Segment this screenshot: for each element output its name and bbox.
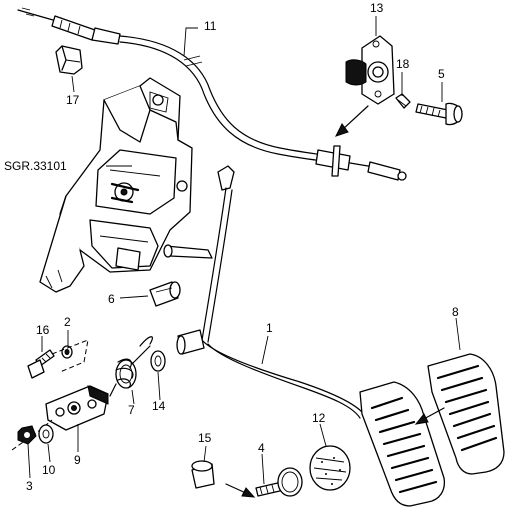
callout-5: 5 xyxy=(438,67,445,81)
callout-1: 1 xyxy=(266,321,273,335)
stop-bolt xyxy=(255,467,303,497)
pivot-plate xyxy=(45,385,109,431)
leader-lines xyxy=(27,16,461,485)
washer-2 xyxy=(61,345,73,359)
callout-14: 14 xyxy=(152,399,166,413)
callout-9: 9 xyxy=(74,453,81,467)
callout-15: 15 xyxy=(198,431,212,445)
callout-12: 12 xyxy=(312,411,326,425)
cable-clip xyxy=(55,45,83,75)
assembly-line-upper xyxy=(51,339,89,373)
cable-arrow xyxy=(335,105,369,137)
pedal-lever xyxy=(163,165,363,419)
callout-13: 13 xyxy=(370,1,384,15)
spring-clip xyxy=(395,93,411,109)
washer-14 xyxy=(150,350,166,372)
callout-17: 17 xyxy=(66,93,80,107)
callout-7: 7 xyxy=(128,403,135,417)
sleeve-15 xyxy=(191,460,215,489)
callout-6: 6 xyxy=(108,292,115,306)
callout-labels: 11 13 18 5 17 SGR.33101 1 8 6 16 2 7 14 … xyxy=(4,1,459,493)
callout-8: 8 xyxy=(452,305,459,319)
callout-11: 11 xyxy=(204,19,217,33)
pivot-bush xyxy=(149,281,181,307)
callout-16: 16 xyxy=(36,323,50,337)
rubber-pad xyxy=(309,445,351,491)
reference-code: SGR.33101 xyxy=(4,159,67,173)
return-spring xyxy=(109,336,153,397)
callout-4: 4 xyxy=(258,441,265,455)
throttle-cable xyxy=(17,7,407,181)
callout-10: 10 xyxy=(42,463,56,477)
washer-10 xyxy=(38,424,54,444)
nut-3 xyxy=(17,425,37,445)
pad-arrow xyxy=(414,407,445,425)
pedal-pad-fitted xyxy=(359,381,446,507)
pedal-pad xyxy=(427,353,505,475)
callout-18: 18 xyxy=(396,57,410,71)
bolt xyxy=(415,102,463,126)
pedal-box-bracket xyxy=(39,77,193,293)
bolt-16 xyxy=(27,349,55,379)
mounting-bracket xyxy=(345,35,395,105)
callout-3: 3 xyxy=(26,479,33,493)
bolt-arrow xyxy=(225,483,256,498)
callout-2: 2 xyxy=(64,315,71,329)
